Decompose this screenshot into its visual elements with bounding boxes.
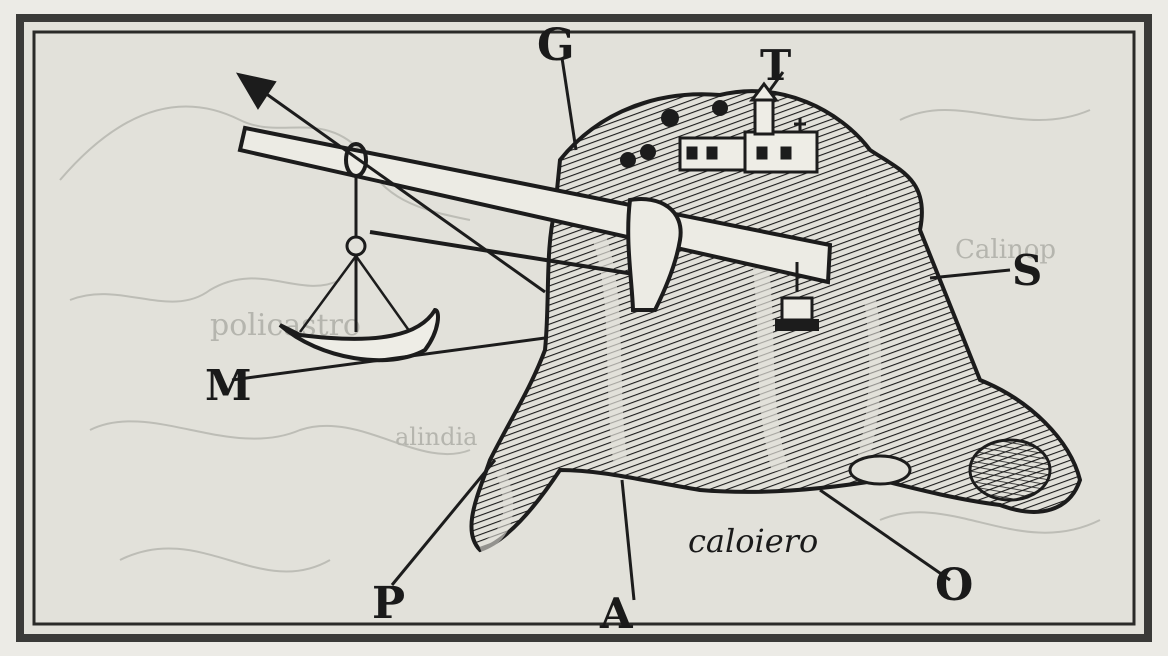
compass-letter-top-right: T <box>760 41 791 90</box>
pointer-arrow-icon <box>235 72 277 110</box>
compass-letter-right: S <box>1012 246 1042 295</box>
compass-letter-bottom-right: O <box>935 560 973 611</box>
counterweight <box>780 296 814 322</box>
compass-letter-bottom: A <box>599 589 634 638</box>
scale-pan <box>278 307 440 363</box>
inner-frame <box>32 30 1136 626</box>
faint-map-bleed <box>59 105 1101 573</box>
compass-letter-bottom-left: P <box>372 578 405 629</box>
summit-trees <box>620 100 728 168</box>
island-caption: caloiero <box>688 522 818 560</box>
faint-text-center: alindia <box>395 423 477 451</box>
summit-buildings <box>678 81 819 174</box>
faint-text-right: Calinop <box>955 235 1056 265</box>
compass-letter-left: M <box>205 361 252 410</box>
holding-hand <box>626 197 683 312</box>
wind-lines <box>231 57 1011 601</box>
steelyard-balance <box>235 72 833 363</box>
compass-letter-top: G <box>537 20 575 71</box>
